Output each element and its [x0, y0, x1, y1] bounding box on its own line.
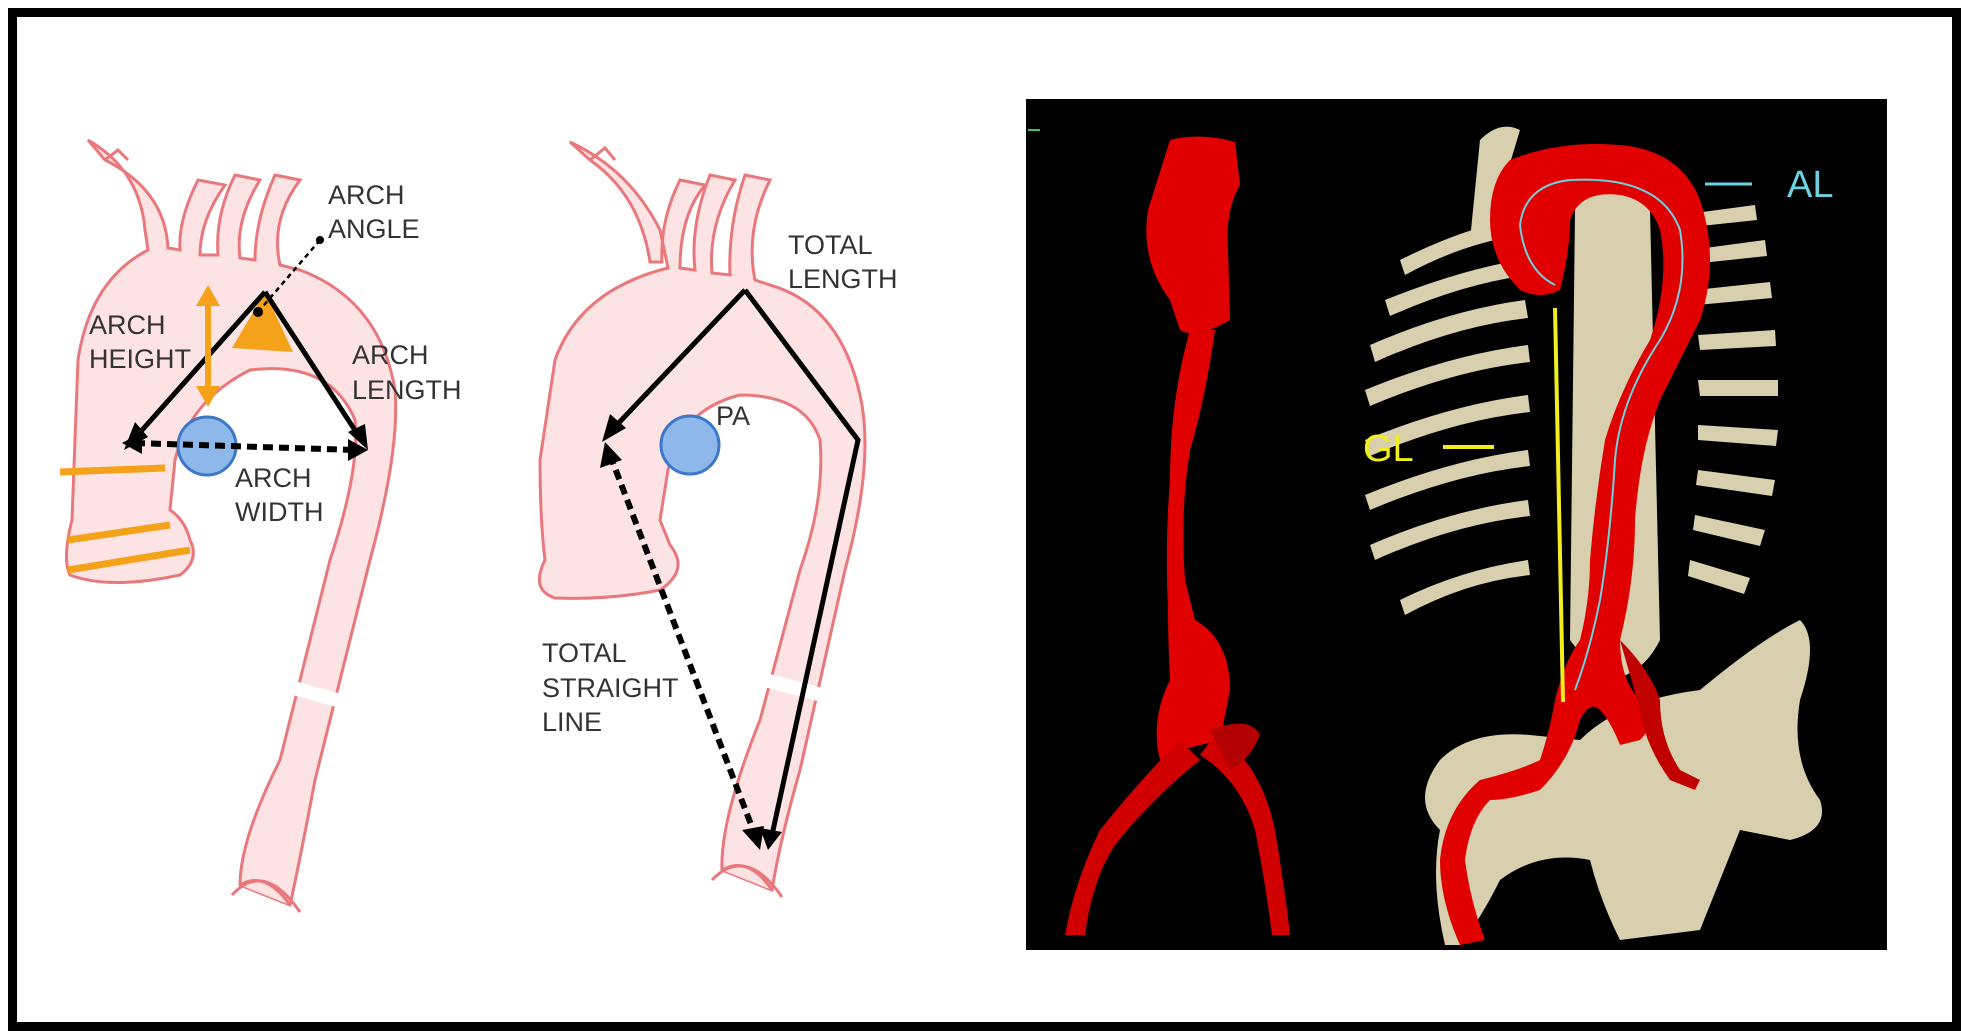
- aorta-vessel-1: [66, 140, 395, 905]
- label-pa: PA: [716, 401, 750, 431]
- orange-band-1: [60, 468, 165, 472]
- label-total-length-1: TOTAL: [788, 230, 873, 260]
- ct-3d-rendering: AL GL: [1026, 99, 1887, 950]
- label-total-length-2: LENGTH: [788, 264, 898, 294]
- label-arch-length-1: ARCH: [352, 340, 429, 370]
- label-arch-angle-1: ARCH: [328, 180, 405, 210]
- label-total-straight-2: STRAIGHT: [542, 673, 679, 703]
- label-arch-height-1: ARCH: [89, 310, 166, 340]
- label-arch-length-2: LENGTH: [352, 375, 462, 405]
- label-arch-width-1: ARCH: [235, 463, 312, 493]
- label-total-straight-3: LINE: [542, 707, 602, 737]
- label-arch-width-2: WIDTH: [235, 497, 323, 527]
- pulmonary-artery-circle-2: [661, 416, 719, 474]
- aortic-arch-diagram-1: ARCH ANGLE ARCH HEIGHT ARCH LENGTH ARCH …: [60, 140, 462, 912]
- label-al: AL: [1787, 164, 1833, 206]
- label-total-straight-1: TOTAL: [542, 638, 627, 668]
- aortic-arch-diagram-2: TOTAL LENGTH PA TOTAL STRAIGHT LINE: [539, 142, 897, 897]
- label-gl: GL: [1363, 428, 1414, 470]
- label-arch-angle-2: ANGLE: [328, 214, 420, 244]
- label-arch-height-2: HEIGHT: [89, 344, 191, 374]
